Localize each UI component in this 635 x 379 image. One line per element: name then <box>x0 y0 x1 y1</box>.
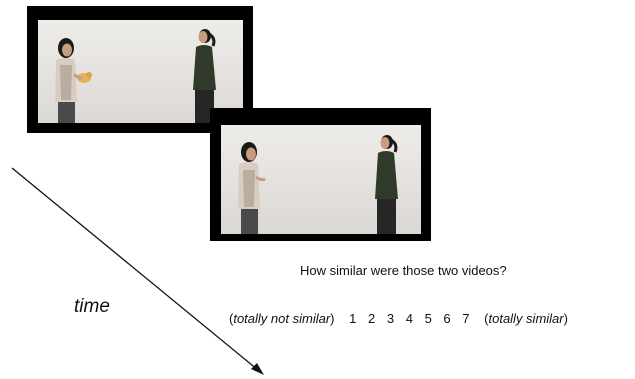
time-label: time <box>74 296 110 317</box>
video-still-2 <box>221 125 421 234</box>
left-person <box>55 38 92 123</box>
scale-value-1: 1 <box>349 311 357 326</box>
scale-value-7: 7 <box>462 311 470 326</box>
scale-value-3: 3 <box>386 311 395 326</box>
video-frame-1 <box>27 6 253 133</box>
scale-value-6: 6 <box>443 311 451 326</box>
arrow-head-icon <box>251 363 264 375</box>
scale-right-anchor: (totally similar) <box>484 311 568 326</box>
right-person <box>375 135 398 234</box>
video-frame-2 <box>210 108 431 241</box>
right-person <box>193 29 216 123</box>
similarity-question: How similar were those two videos? <box>300 263 507 278</box>
similarity-scale: (totally not similar) 1 2 3 4 5 6 7 (tot… <box>229 311 568 326</box>
video-still-1 <box>38 20 243 123</box>
scale-left-anchor: (totally not similar) <box>229 311 335 326</box>
scale-value-2: 2 <box>367 311 376 326</box>
scale-value-5: 5 <box>424 311 432 326</box>
scale-value-4: 4 <box>405 311 413 326</box>
